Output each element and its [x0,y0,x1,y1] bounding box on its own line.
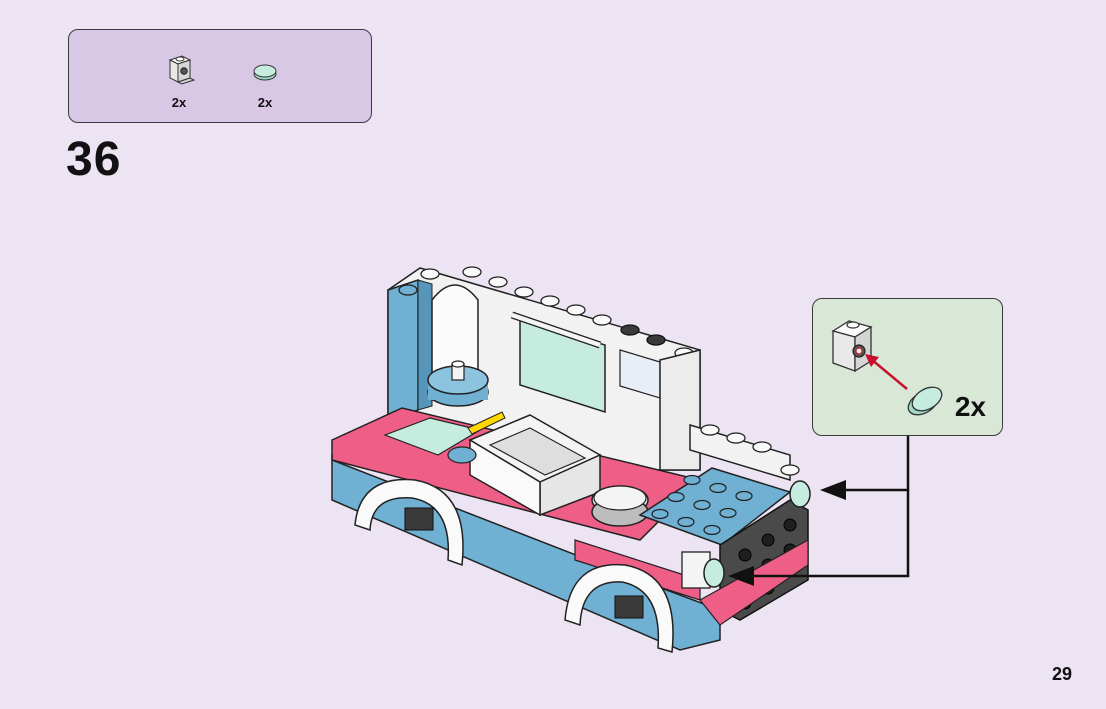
wheel-arch [564,563,674,653]
assembly-arrows [728,436,910,586]
round-plate-icon [253,64,277,81]
callout-illustration [831,320,943,416]
wheel-arch [354,478,464,567]
page-number: 29 [1052,664,1073,684]
parts-item: 2x [159,52,199,110]
blue-column [387,278,419,422]
aqua-round-plate [703,558,725,588]
step-number: 36 [66,133,122,186]
part-quantity: 2x [257,95,273,110]
part-quantity: 2x [171,95,187,110]
aqua-round-plate [789,480,811,508]
red-arrow [870,358,908,390]
round-plate-icon [911,386,943,412]
parts-list-box: 2x 2x [68,29,372,123]
parts-item: 2x [245,60,285,110]
callout-quantity: 2x [954,391,986,422]
bracket-brick-icon [168,55,196,85]
callout-box: 2x [812,298,1003,436]
